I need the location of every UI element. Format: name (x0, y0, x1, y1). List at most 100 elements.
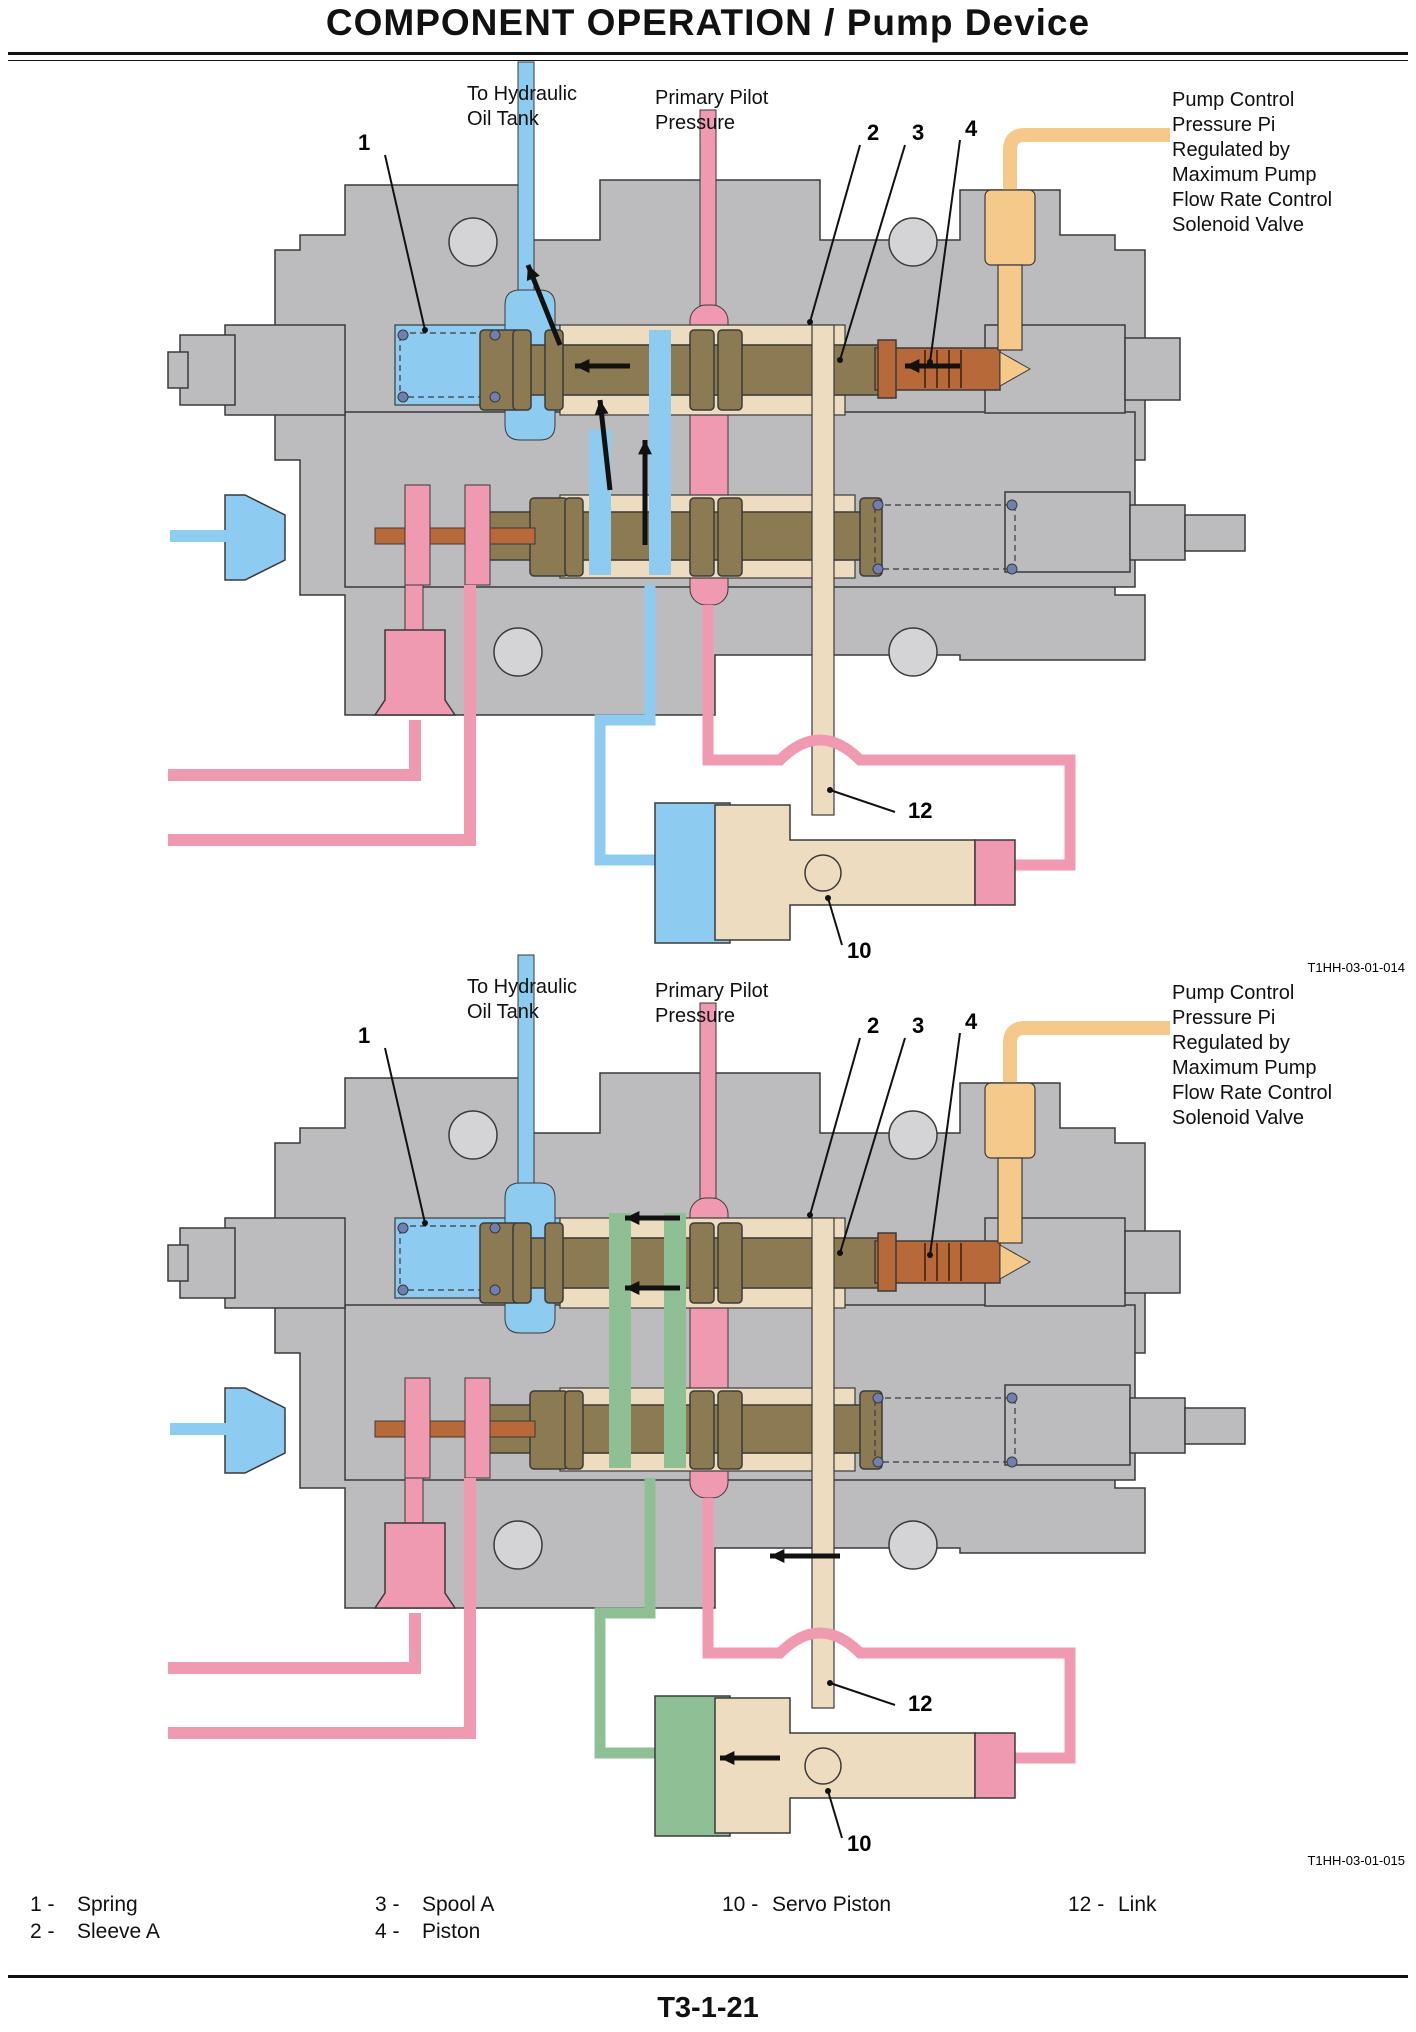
spool-land (689, 1222, 715, 1304)
spring (399, 332, 496, 398)
adjust-screw (1129, 504, 1186, 561)
legend-num: 3 - (375, 1893, 400, 1916)
callout-number: 4 (965, 116, 978, 141)
bolt-hole (448, 1110, 498, 1160)
reducing-valve (373, 629, 457, 716)
pump-control-label-line: Regulated by (1172, 139, 1290, 161)
spring (874, 1397, 1016, 1463)
control-line (1003, 1021, 1170, 1098)
piston-arrow-head (905, 359, 920, 373)
spring (874, 504, 1016, 570)
pilot-chamber (464, 1377, 491, 1479)
spring-seat (1006, 563, 1018, 575)
pilot-label-line: Primary Pilot (655, 87, 769, 109)
parts-legend: 1 - Spring 2 - Sleeve A 3 - Spool A 4 - … (0, 1893, 1416, 1953)
callout-leader (929, 1032, 961, 1256)
servo-line (594, 585, 660, 866)
adjust-screw (1124, 337, 1181, 401)
legend-label: Spring (77, 1893, 138, 1916)
reducing-valve (373, 1522, 457, 1609)
callout-leader (384, 154, 426, 331)
callout-tip (807, 1212, 813, 1218)
callout-leader (839, 1037, 906, 1254)
tank-label-line: Oil Tank (467, 1001, 540, 1023)
page-title: COMPONENT OPERATION / Pump Device (325, 2, 1091, 43)
spring-seat (489, 1284, 501, 1296)
bolt-hole (888, 1520, 938, 1570)
legend-label: Link (1118, 1893, 1157, 1916)
control-port (999, 1244, 1032, 1280)
pilot-line (702, 1498, 1076, 1764)
spring-seat (872, 499, 884, 511)
servo-small-chamber (974, 1732, 1016, 1799)
spring-seat (1006, 1456, 1018, 1468)
legend-num: 4 - (375, 1920, 400, 1943)
bolt-hole (493, 627, 543, 677)
spring-seat (397, 1284, 409, 1296)
spring-seat (872, 563, 884, 575)
spool-land (717, 1222, 743, 1304)
adjust-screw (179, 1227, 236, 1299)
page-number: T3-1-21 (657, 1992, 759, 2024)
pilot-passage (404, 584, 424, 631)
servo-arrow-head (720, 1751, 735, 1765)
figure-id: T1HH-03-01-015 (1307, 1853, 1405, 1868)
pilot-piston-rod (374, 1420, 536, 1438)
pilot-line (168, 585, 476, 846)
callout-leader (829, 789, 896, 813)
spool-land (859, 497, 883, 577)
sleeve-arrow-head (625, 1281, 640, 1295)
adjust-nut (1184, 1407, 1246, 1445)
pump-control-label-line: Pump Control (1172, 89, 1294, 111)
callout-tip (827, 787, 833, 793)
callout-number: 4 (965, 1009, 978, 1034)
callout-tip (807, 319, 813, 325)
legend-label: Spool A (422, 1893, 495, 1916)
callout-tip (927, 1252, 933, 1258)
pilot-piston-rod (374, 527, 536, 545)
pilot-chamber (404, 1377, 431, 1479)
bolt-hole (448, 217, 498, 267)
pilot-label-line: Primary Pilot (655, 980, 769, 1002)
control-line (1003, 128, 1170, 205)
callout-number: 3 (912, 120, 924, 145)
drain-arrow (597, 399, 613, 491)
callout-number: 1 (358, 1023, 370, 1048)
callout-tip (825, 1788, 831, 1794)
link (811, 1217, 835, 1709)
end-cap-left (224, 1217, 346, 1309)
pilot-line (699, 1002, 717, 1204)
pilot-passage (404, 1477, 424, 1524)
spool-land (689, 1390, 715, 1470)
link-pin (804, 1747, 842, 1785)
end-cap-right (1004, 491, 1131, 573)
spring-seat (489, 391, 501, 403)
pilot-cap (224, 494, 286, 581)
callout-number: 3 (912, 1013, 924, 1038)
pilot-label-line: Pressure (655, 112, 735, 134)
callout-number: 1 (358, 130, 370, 155)
bolt-hole (888, 627, 938, 677)
link-pin (804, 854, 842, 892)
spring-seat (489, 1222, 501, 1234)
bolt-hole (888, 217, 938, 267)
callout-number: 12 (908, 798, 932, 823)
legend-num: 10 - (722, 1893, 759, 1916)
pilot-line (170, 1423, 228, 1435)
footer-rule (8, 1975, 1408, 1978)
callout-tip (837, 1250, 843, 1256)
adjust-nut (167, 1244, 189, 1282)
spring-seat (397, 391, 409, 403)
link (811, 324, 835, 816)
pilot-line (168, 720, 421, 781)
spool-land (564, 1390, 584, 1470)
callout-leader (809, 1037, 861, 1216)
tank-label-line: To Hydraulic (467, 976, 577, 998)
callout-number: 10 (847, 938, 871, 963)
bolt-hole (493, 1520, 543, 1570)
